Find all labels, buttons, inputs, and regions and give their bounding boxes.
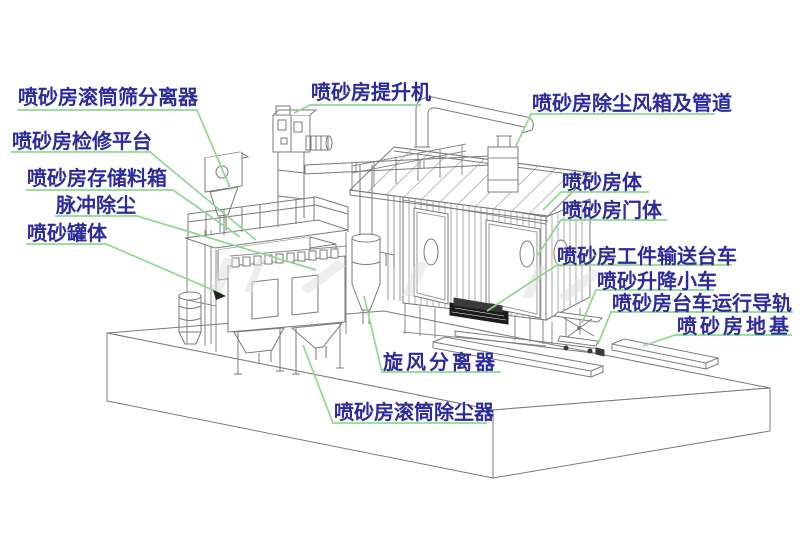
leader-cyclone-separator bbox=[363, 295, 501, 373]
leader-room-body bbox=[542, 191, 649, 211]
foundation-slab bbox=[106, 310, 771, 479]
leader-arrowhead bbox=[213, 290, 226, 300]
blast-pot-tank bbox=[178, 291, 202, 345]
cart-rails-drawing bbox=[432, 330, 719, 378]
leader-lines bbox=[11, 104, 793, 424]
leader-dust-air-box bbox=[515, 113, 715, 147]
label-cart-running-rails: 喷砂房台车运行导轨 bbox=[612, 291, 792, 315]
label-room-body: 喷砂房体 bbox=[562, 170, 642, 194]
label-maintenance-platform: 喷砂房检修平台 bbox=[12, 129, 152, 153]
dust-ducts bbox=[304, 96, 534, 193]
leader-bucket-elevator bbox=[293, 104, 421, 114]
leader-foundation bbox=[642, 334, 792, 347]
leader-workpiece-cart bbox=[486, 264, 732, 312]
label-bucket-elevator: 喷砂房提升机 bbox=[311, 80, 431, 104]
lifting-cart-drawing bbox=[552, 311, 604, 354]
leader-cart-rails bbox=[597, 311, 793, 345]
label-workpiece-transfer-cart: 喷砂房工件输送台车 bbox=[557, 244, 737, 268]
roof-railing bbox=[351, 143, 467, 190]
leader-drum-dust-collector bbox=[302, 344, 487, 424]
leader-pulse-dust-removal bbox=[55, 215, 317, 271]
label-blast-pot: 喷砂罐体 bbox=[27, 221, 107, 245]
leader-blast-pot bbox=[26, 243, 223, 295]
maintenance-platform-structure bbox=[184, 196, 349, 249]
bucket-elevator-tower bbox=[272, 105, 333, 222]
label-dust-air-box-and-ducts: 喷砂房除尘风箱及管道 bbox=[532, 91, 732, 115]
label-lifting-cart: 喷砂升降小车 bbox=[597, 269, 717, 293]
label-pulse-dust-removal: 脉冲除尘 bbox=[56, 193, 136, 217]
leader-drum-screen-separator bbox=[17, 109, 232, 191]
watermark bbox=[210, 258, 602, 302]
leader-lifting-cart bbox=[581, 289, 714, 324]
label-room-door: 喷砂房门体 bbox=[562, 198, 662, 222]
label-cyclone-separator: 旋风分离器 bbox=[383, 350, 498, 374]
label-foundation: 喷砂房地基 bbox=[677, 314, 792, 338]
cyclone-separator-unit bbox=[351, 165, 395, 324]
room-door-right bbox=[485, 219, 541, 319]
room-door-left bbox=[413, 207, 449, 305]
leader-room-door bbox=[536, 219, 667, 257]
leader-storage-hopper bbox=[26, 189, 241, 238]
leader-maintenance-platform bbox=[11, 151, 257, 241]
label-drum-screen-separator: 喷砂房滚筒筛分离器 bbox=[18, 85, 198, 109]
building-legs bbox=[402, 303, 581, 347]
label-storage-hopper: 喷砂房存储料箱 bbox=[27, 166, 167, 190]
label-drum-dust-collector: 喷砂房滚筒除尘器 bbox=[334, 400, 494, 424]
